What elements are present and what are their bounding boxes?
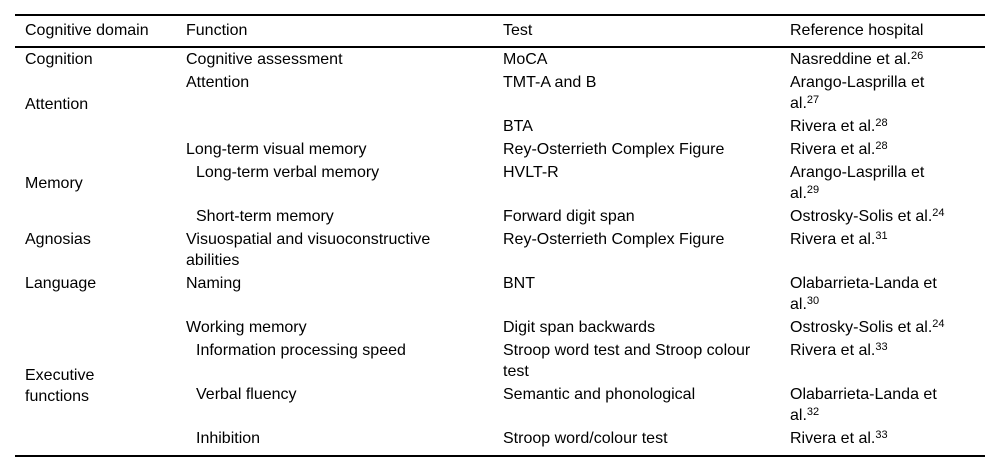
- domain-cell-executive-functions: Executive functions: [25, 366, 95, 405]
- test-cell: Forward digit span: [503, 208, 635, 225]
- test-cell: BNT: [503, 275, 535, 292]
- table-row: Agnosias Visuospatial and visuoconstruct…: [15, 228, 985, 272]
- table-header-row: Cognitive domain Function Test Reference…: [15, 15, 985, 48]
- reference-text: Rivera et al.: [790, 141, 876, 158]
- test-cell: Semantic and phonological: [503, 386, 696, 403]
- reference-citation-number: 27: [806, 94, 820, 106]
- table-row: Attention Attention TMT-A and B Arango-L…: [15, 71, 985, 115]
- table-row: Long-term verbal memory HVLT-R Arango-La…: [15, 161, 985, 205]
- reference-cell: Rivera et al.28: [790, 138, 985, 161]
- table-row: Executive functions Working memory Digit…: [15, 316, 985, 405]
- reference-text: Olabarrieta-Landa et al.: [790, 275, 937, 313]
- table-row: Memory Long-term visual memory Rey-Oster…: [15, 138, 985, 192]
- test-cell: Rey-Osterrieth Complex Figure: [503, 141, 725, 158]
- test-cell: Stroop word/colour test: [503, 430, 668, 447]
- reference-text: Ostrosky-Solis et al.: [790, 208, 933, 225]
- reference-citation-number: 33: [875, 341, 888, 353]
- reference-table-container: Cognitive domain Function Test Reference…: [15, 14, 985, 457]
- reference-cell: Nasreddine et al.26: [790, 47, 985, 71]
- domain-cell-memory: Memory: [25, 174, 83, 192]
- reference-text: Nasreddine et al.: [790, 51, 911, 68]
- table-row: Inhibition Stroop word/colour test River…: [15, 427, 985, 456]
- domain-cell-language: Language: [25, 275, 97, 292]
- table-row: BTA Rivera et al.28: [15, 115, 985, 138]
- reference-cell: Rivera et al.33: [790, 339, 985, 383]
- reference-citation-number: 28: [875, 117, 888, 129]
- reference-text: Rivera et al.: [790, 342, 876, 359]
- reference-citation-number: 24: [932, 318, 945, 330]
- reference-text: Ostrosky-Solis et al.: [790, 319, 933, 336]
- reference-text: Rivera et al.: [790, 430, 876, 447]
- table-row: Verbal fluency Semantic and phonological…: [15, 383, 985, 427]
- function-cell: Visuospatial and visuoconstructive abili…: [186, 231, 431, 269]
- function-cell: Naming: [186, 275, 242, 292]
- domain-cell-cognition: Cognition: [25, 51, 93, 68]
- function-cell: Verbal fluency: [196, 386, 297, 403]
- table-row: Language Naming BNT Olabarrieta-Landa et…: [15, 272, 985, 316]
- reference-cell: Rivera et al.31: [790, 228, 985, 272]
- reference-citation-number: 26: [910, 50, 924, 62]
- reference-cell: Olabarrieta-Landa et al.32: [790, 383, 985, 427]
- function-cell: Information processing speed: [196, 342, 406, 359]
- table-row: Cognition Cognitive assessment MoCA Nasr…: [15, 47, 985, 71]
- function-cell: Long-term visual memory: [186, 141, 367, 158]
- col-header-test: Test: [503, 15, 790, 48]
- reference-citation-number: 29: [806, 184, 820, 196]
- function-cell: Short-term memory: [196, 208, 334, 225]
- reference-text: Arango-Lasprilla et al.: [790, 164, 925, 202]
- reference-cell: Rivera et al.33: [790, 427, 985, 456]
- reference-cell: Rivera et al.28: [790, 115, 985, 138]
- function-cell: Inhibition: [196, 430, 261, 447]
- test-cell: BTA: [503, 118, 533, 135]
- table-row: Short-term memory Forward digit span Ost…: [15, 205, 985, 228]
- function-cell: Working memory: [186, 319, 307, 336]
- reference-cell: Arango-Lasprilla et al.27: [790, 71, 985, 115]
- table-row: Information processing speed Stroop word…: [15, 339, 985, 383]
- test-cell: HVLT-R: [503, 164, 559, 181]
- col-header-cognitive-domain: Cognitive domain: [15, 15, 186, 48]
- cognitive-tests-table: Cognitive domain Function Test Reference…: [15, 14, 985, 457]
- col-header-reference-hospital: Reference hospital: [790, 15, 985, 48]
- reference-cell: Ostrosky-Solis et al.24: [790, 205, 985, 228]
- test-cell: Rey-Osterrieth Complex Figure: [503, 231, 725, 248]
- function-cell: Cognitive assessment: [186, 51, 343, 68]
- reference-text: Olabarrieta-Landa et al.: [790, 386, 937, 424]
- reference-citation-number: 30: [806, 295, 820, 307]
- function-cell: Attention: [186, 74, 250, 91]
- function-cell: Long-term verbal memory: [196, 164, 380, 181]
- reference-citation-number: 24: [932, 207, 945, 219]
- reference-text: Rivera et al.: [790, 118, 876, 135]
- domain-cell-attention: Attention: [25, 96, 89, 113]
- test-cell: Digit span backwards: [503, 319, 656, 336]
- reference-citation-number: 31: [875, 230, 888, 242]
- col-header-function: Function: [186, 15, 503, 48]
- function-cell: [186, 115, 503, 138]
- reference-citation-number: 28: [875, 140, 888, 152]
- reference-text: Arango-Lasprilla et al.: [790, 74, 925, 112]
- reference-cell: Ostrosky-Solis et al.24: [790, 316, 985, 339]
- test-cell: TMT-A and B: [503, 74, 597, 91]
- test-cell: MoCA: [503, 51, 548, 68]
- test-cell: Stroop word test and Stroop colour test: [503, 342, 751, 380]
- reference-cell: Arango-Lasprilla et al.29: [790, 161, 985, 205]
- reference-cell: Olabarrieta-Landa et al.30: [790, 272, 985, 316]
- reference-citation-number: 33: [875, 429, 888, 441]
- domain-cell-agnosias: Agnosias: [25, 231, 91, 248]
- reference-citation-number: 32: [806, 406, 820, 418]
- reference-text: Rivera et al.: [790, 231, 876, 248]
